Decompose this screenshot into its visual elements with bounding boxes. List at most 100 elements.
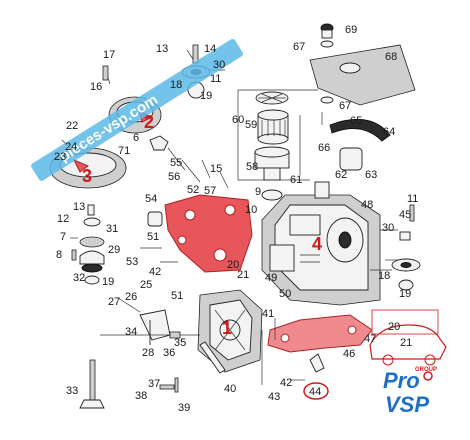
part-label: 67 <box>339 100 351 112</box>
highlighted-44 <box>303 382 329 400</box>
part-label: 14 <box>204 43 216 55</box>
part-label: 24 <box>65 141 77 153</box>
part-label: 57 <box>204 185 216 197</box>
part-label: 38 <box>135 390 147 402</box>
part-label: 56 <box>168 171 180 183</box>
part-label: 71 <box>118 145 130 157</box>
part-label: 50 <box>279 288 291 300</box>
part-label: 32 <box>73 272 85 284</box>
part-label: 36 <box>163 347 175 359</box>
part-label: 19 <box>399 288 411 300</box>
part-label: 9 <box>255 186 261 198</box>
left-lower-mount <box>70 204 105 285</box>
part-label: 11 <box>407 193 418 205</box>
part-label: 66 <box>318 142 330 154</box>
air-filter-group <box>237 89 318 201</box>
part-label: 13 <box>156 43 168 55</box>
part-label: 65 <box>350 115 362 127</box>
brand-logo: Pro GROUP VSP <box>383 367 437 417</box>
part-label: 15 <box>210 163 222 175</box>
rear-mount-bracket <box>261 314 373 385</box>
part-label: 19 <box>102 276 114 288</box>
part-label: 10 <box>245 204 257 216</box>
part-label: 28 <box>142 347 154 359</box>
part-label: 58 <box>246 161 258 173</box>
part-label: 64 <box>383 126 395 138</box>
vehicle-silhouette <box>369 309 447 366</box>
part-label: 26 <box>125 291 137 303</box>
tie-rod-group <box>159 341 226 393</box>
part-label: 27 <box>108 296 120 308</box>
part-label: 51 <box>147 231 159 243</box>
part-label: 25 <box>140 279 152 291</box>
part-label: 17 <box>103 49 115 61</box>
part-label: 23 <box>54 151 66 163</box>
brand-tag: GROUP <box>415 367 437 373</box>
part-label: 67 <box>293 41 305 53</box>
part-label: 39 <box>178 402 190 414</box>
part-label: 54 <box>145 193 157 205</box>
part-label: 30 <box>382 222 394 234</box>
part-label: 19 <box>200 90 212 102</box>
part-label: 55 <box>170 157 182 169</box>
part-number-labels: 17 16 14 13 30 18 11 19 22 23 24 6 71 60… <box>54 24 418 414</box>
callout-1: 1 <box>222 318 232 338</box>
part-label: 63 <box>365 169 377 181</box>
leader-lines <box>117 147 398 381</box>
part-label: 47 <box>364 333 376 345</box>
brand-line-2: VSP <box>385 392 429 417</box>
red-mount-plate <box>147 194 253 273</box>
part-label: 20 <box>227 259 239 271</box>
part-label: 60 <box>232 114 244 126</box>
part-label: 31 <box>106 223 118 235</box>
part-label: 43 <box>268 391 280 403</box>
part-label: 51 <box>171 290 183 302</box>
part-label: 42 <box>149 266 161 278</box>
brand-line-1: Pro <box>383 368 420 393</box>
part-label: 34 <box>125 326 137 338</box>
part-label: 22 <box>66 120 78 132</box>
part-label: 37 <box>148 378 160 390</box>
part-label: 40 <box>224 383 236 395</box>
part-label: 44 <box>309 386 321 398</box>
right-mount-group <box>370 204 421 291</box>
callout-3: 3 <box>82 166 92 186</box>
part-label: 11 <box>210 73 221 85</box>
part-label: 21 <box>237 269 249 281</box>
part-label: 41 <box>262 308 274 320</box>
part-label: 13 <box>73 201 85 213</box>
part-label: 59 <box>245 119 257 131</box>
part-label: 68 <box>385 51 397 63</box>
part-label: 7 <box>60 231 66 243</box>
engine-block <box>261 181 381 306</box>
part-label: 16 <box>90 81 102 93</box>
part-label: 12 <box>57 213 69 225</box>
callout-2: 2 <box>144 112 154 132</box>
top-cover-group <box>309 23 416 171</box>
part-label: 20 <box>388 321 400 333</box>
part-label: 18 <box>170 79 182 91</box>
part-label: 8 <box>56 249 62 261</box>
part-label: 53 <box>126 256 138 268</box>
part-label: 33 <box>66 385 78 397</box>
left-bottom-bracket <box>100 309 200 345</box>
part-label: 48 <box>361 199 373 211</box>
part-label: 21 <box>400 337 412 349</box>
gearbox <box>197 289 263 373</box>
part-label: 61 <box>290 174 302 186</box>
part-label: 18 <box>378 270 390 282</box>
part-label: 52 <box>187 184 199 196</box>
part-label: 30 <box>213 59 225 71</box>
long-bolt <box>79 359 105 409</box>
part-label: 45 <box>399 209 411 221</box>
part-label: 69 <box>345 24 357 36</box>
part-label: 29 <box>108 244 120 256</box>
part-label: 42 <box>280 377 292 389</box>
part-label: 6 <box>133 132 139 144</box>
callout-4: 4 <box>312 234 322 254</box>
part-label: 46 <box>343 348 355 360</box>
part-label: 62 <box>335 169 347 181</box>
part-label: 35 <box>174 337 186 349</box>
part-label: 49 <box>265 272 277 284</box>
